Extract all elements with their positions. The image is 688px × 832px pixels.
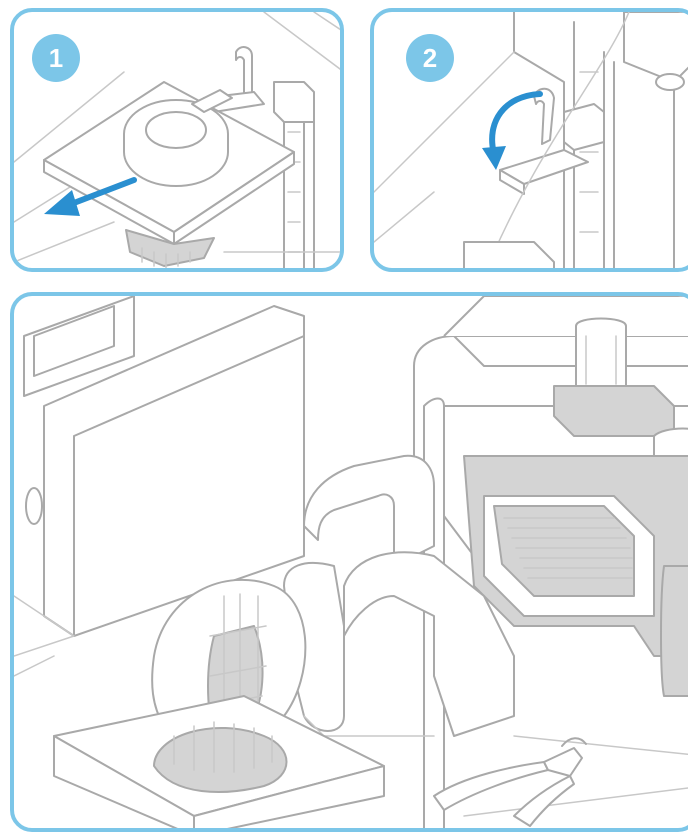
- step-1-badge: 1: [32, 34, 80, 82]
- remove-build-platform-arrow: [44, 190, 80, 216]
- rotate-lever-arrow: [482, 146, 506, 170]
- step-1-panel: 1: [10, 8, 344, 272]
- step-3-illustration: [14, 296, 688, 832]
- step-2-panel: 2: [370, 8, 688, 272]
- step-2-badge: 2: [406, 34, 454, 82]
- step-3-panel: [10, 292, 688, 832]
- flush-cutter-icon: [434, 738, 586, 826]
